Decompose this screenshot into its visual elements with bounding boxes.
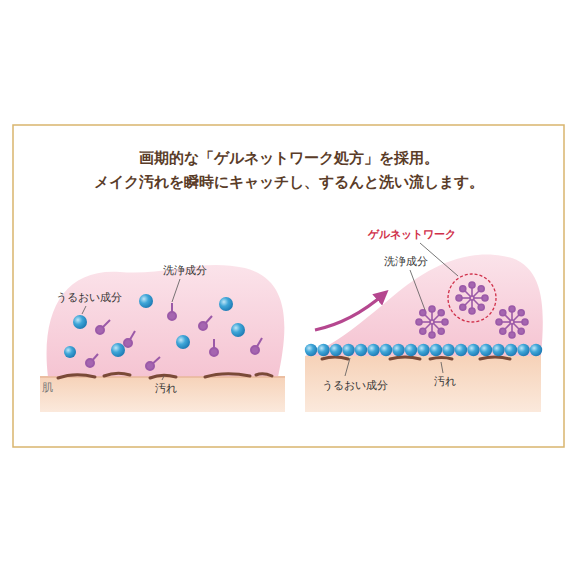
part-label: ゲルネットワーク <box>368 228 456 241</box>
part-label: 肌 <box>42 381 53 394</box>
heading: 画期的な「ゲルネットワーク処方」を採用。 メイク汚れを瞬時にキャッチし、するんと… <box>69 146 509 194</box>
right-panel <box>305 243 543 412</box>
part-label: 汚れ <box>434 375 456 388</box>
part-label: うるおい成分 <box>56 291 122 304</box>
highlight-circle <box>448 274 496 322</box>
part-label: 洗浄成分 <box>384 255 428 268</box>
part-label: うるおい成分 <box>322 379 388 392</box>
frame <box>13 125 564 447</box>
leader-line <box>345 243 458 376</box>
change-arrow <box>315 294 384 330</box>
part-label: 洗浄成分 <box>163 264 207 277</box>
part-label: 汚れ <box>155 382 177 395</box>
left-panel <box>40 265 285 412</box>
